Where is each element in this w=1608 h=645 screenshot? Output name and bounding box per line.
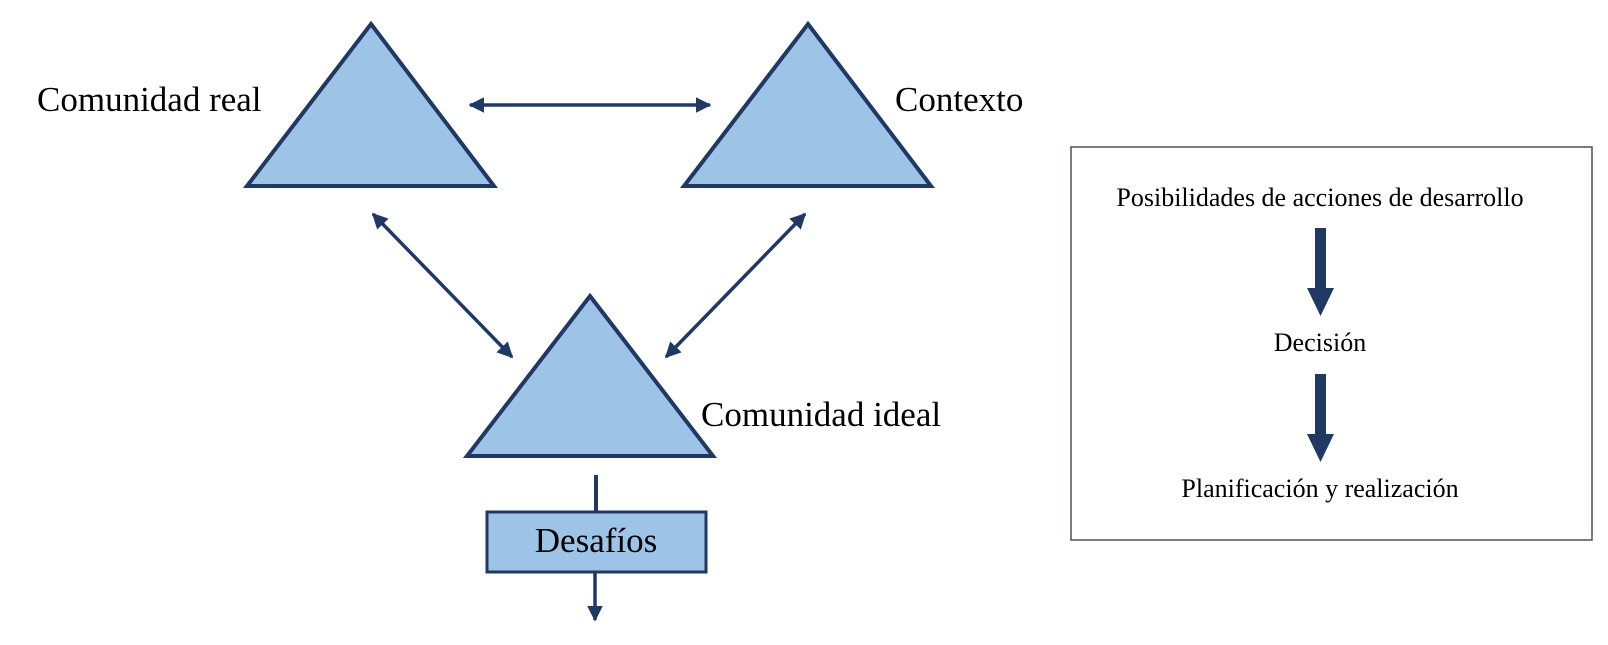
arrow-1-shaft <box>1315 228 1326 288</box>
arrow-1-head <box>1307 288 1334 316</box>
arrow-real-ideal <box>371 212 514 359</box>
label-comunidad-ideal: Comunidad ideal <box>701 395 941 434</box>
desafios-box <box>485 510 708 574</box>
step-planificacion: Planificación y realización <box>1181 474 1458 503</box>
step-decision: Decisión <box>1274 328 1366 357</box>
label-comunidad-real: Comunidad real <box>37 80 262 119</box>
label-contexto: Contexto <box>895 80 1023 119</box>
step-posibilidades: Posibilidades de acciones de desarrollo <box>1116 183 1523 212</box>
triangle-comunidad-real <box>242 20 499 188</box>
triangle-comunidad-ideal <box>462 292 718 458</box>
arrow-2-head <box>1307 434 1334 462</box>
process-box <box>1070 146 1593 541</box>
arrow-contexto-ideal <box>664 212 807 359</box>
arrow-2-shaft <box>1315 374 1326 434</box>
triangle-contexto <box>679 20 936 188</box>
label-desafios: Desafíos <box>535 521 657 560</box>
